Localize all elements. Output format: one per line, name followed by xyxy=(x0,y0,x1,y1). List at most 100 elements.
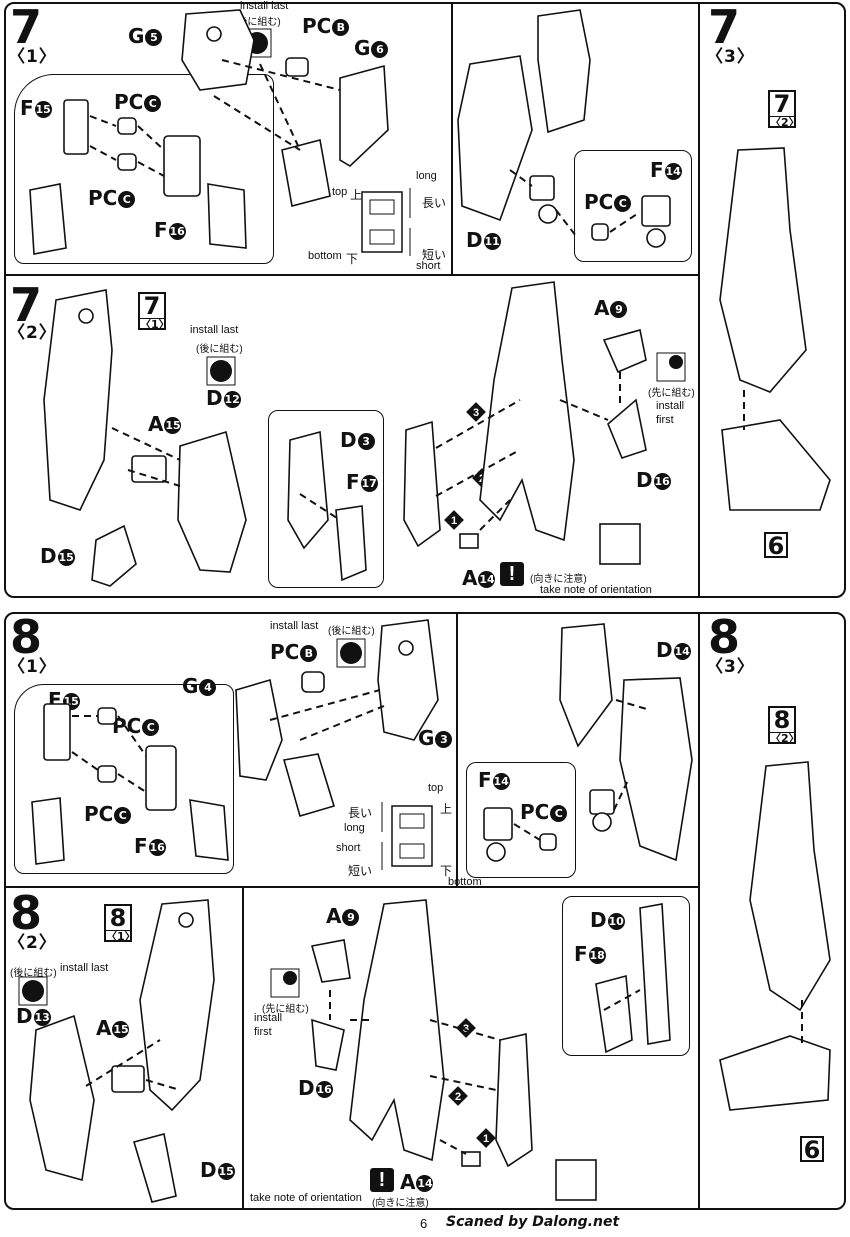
step8-number: 8 xyxy=(10,610,43,664)
short-jp: 短い xyxy=(422,248,447,262)
long-jp-8: 長い xyxy=(348,806,373,820)
step7-sub1: 〈1〉 xyxy=(8,47,57,67)
long-note: long xyxy=(416,170,437,182)
long-note-8: long xyxy=(344,822,365,834)
step7-order-3: 3 xyxy=(466,402,486,422)
svg-text:3: 3 xyxy=(463,1023,469,1035)
install-last-note-8-2: install last xyxy=(60,962,109,974)
step8-divider-h xyxy=(4,886,700,888)
install-last-jp-8-2: (後に組む) xyxy=(10,968,57,979)
top-note-8: top xyxy=(428,782,444,794)
take-note-8: take note of orientation xyxy=(250,1192,362,1204)
install-last-note: install last xyxy=(240,0,289,12)
install-last-icon-7-2 xyxy=(206,356,236,386)
step8-sub2: 〈2〉 xyxy=(8,933,57,953)
ref-7-2: 7〈2〉 xyxy=(768,90,800,129)
svg-text:1: 1 xyxy=(451,515,457,527)
install-first-note2-7: first xyxy=(656,414,674,426)
ref-6-step8: 6 xyxy=(800,1136,824,1162)
take-note-7: take note of orientation xyxy=(540,584,652,596)
top-note: top xyxy=(332,186,348,198)
step7-number: 7 xyxy=(10,0,43,54)
step7-divider-h xyxy=(4,274,700,276)
step8-number-2: 8 xyxy=(10,886,43,940)
step7-divider-v2 xyxy=(451,2,453,274)
step7-divider-v xyxy=(698,2,700,598)
step8-divider-v2 xyxy=(456,612,458,886)
bottom-jp: 下 xyxy=(346,252,359,266)
step7-sub2: 〈2〉 xyxy=(8,323,57,343)
svg-text:3: 3 xyxy=(473,407,479,419)
step7-artwork xyxy=(29,9,831,587)
long-jp: 長い xyxy=(422,196,447,210)
bottom-note-8: bottom xyxy=(448,876,482,888)
step8-order-1: 1 xyxy=(476,1128,496,1148)
step7-number-3: 7 xyxy=(708,0,741,54)
bottom-jp-8: 下 xyxy=(440,864,453,878)
top-jp: 上 xyxy=(350,188,363,202)
step8-sub1: 〈1〉 xyxy=(8,657,57,677)
install-last-jp-7-2: (後に組む) xyxy=(196,344,243,355)
take-note-jp-7: (向きに注意) xyxy=(530,574,587,585)
step8-order-2: 2 xyxy=(448,1086,468,1106)
ref-7-1: 7〈1〉 xyxy=(138,292,170,331)
install-first-note2-8: first xyxy=(254,1026,272,1038)
install-first-jp-8: (先に組む) xyxy=(262,1004,309,1015)
svg-text:1: 1 xyxy=(483,1133,489,1145)
install-first-note-7: install xyxy=(656,400,685,412)
page-number: 6 xyxy=(420,1216,428,1231)
bottom-note: bottom xyxy=(308,250,342,262)
warning-icon-7: ! xyxy=(500,562,524,586)
top-bottom-diagram xyxy=(361,188,411,256)
take-note-jp-8: (向きに注意) xyxy=(372,1198,429,1209)
step7-sub3: 〈3〉 xyxy=(706,47,755,67)
warning-icon-8: ! xyxy=(370,1168,394,1192)
ref-6-step7: 6 xyxy=(764,532,788,558)
top-bottom-diagram-8 xyxy=(381,802,433,870)
ref-8-2: 8〈2〉 xyxy=(768,706,800,745)
install-last-icon-8-2 xyxy=(18,976,48,1006)
step7-number-2: 7 xyxy=(10,278,43,332)
install-first-note-8: install xyxy=(254,1012,283,1024)
top-jp-8: 上 xyxy=(440,802,453,816)
svg-text:2: 2 xyxy=(455,1091,461,1103)
short-jp-8: 短い xyxy=(348,864,373,878)
short-note: short xyxy=(416,260,441,272)
install-last-jp: (後に組む) xyxy=(234,17,281,28)
install-first-jp-7: (先に組む) xyxy=(648,388,695,399)
install-last-jp-8: (後に組む) xyxy=(328,626,375,637)
install-last-note-8: install last xyxy=(270,620,319,632)
short-note-8: short xyxy=(336,842,361,854)
step8-order-3: 3 xyxy=(456,1018,476,1038)
step8-sub3: 〈3〉 xyxy=(706,657,755,677)
